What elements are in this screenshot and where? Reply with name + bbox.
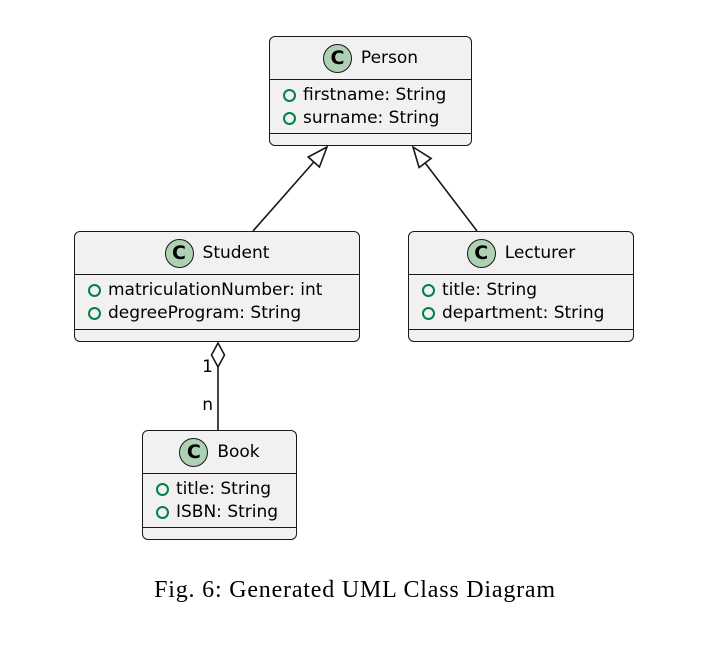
class-attributes: matriculationNumber: int degreeProgram: … (75, 275, 359, 330)
inheritance-line-student-person (252, 161, 315, 232)
class-name: Person (360, 48, 419, 68)
inheritance-line-lecturer-person (424, 162, 478, 232)
attribute-row: degreeProgram: String (88, 302, 353, 325)
attribute-text: department: String (442, 303, 605, 323)
field-visibility-icon (283, 88, 296, 102)
field-visibility-icon (88, 307, 101, 320)
attribute-text: title: String (176, 478, 272, 499)
field-visibility-icon (422, 307, 435, 320)
class-header: C Student (75, 232, 359, 275)
inheritance-arrowhead-lecturer-person (411, 145, 433, 169)
class-name: Lecturer (504, 243, 576, 263)
class-header: C Lecturer (409, 232, 633, 275)
class-box-book: C Book title: String ISBN: String (142, 430, 297, 540)
attribute-text: ISBN: String (176, 501, 279, 522)
attribute-row: surname: String (283, 107, 465, 130)
class-attributes: title: String department: String (409, 275, 633, 330)
attribute-row: title: String (156, 478, 290, 501)
class-box-lecturer: C Lecturer title: String department: Str… (408, 231, 634, 342)
attribute-row: title: String (422, 279, 627, 302)
attribute-text: title: String (442, 280, 538, 300)
attribute-text: matriculationNumber: int (108, 280, 323, 300)
methods-compartment-empty (409, 330, 633, 341)
class-stereotype-icon: C (466, 238, 496, 268)
field-visibility-icon (156, 482, 169, 496)
class-name: Student (202, 243, 270, 263)
class-stereotype-icon: C (179, 437, 209, 467)
class-box-person: C Person firstname: String surname: Stri… (269, 36, 472, 146)
class-header: C Person (270, 37, 471, 80)
class-header: C Book (143, 431, 296, 474)
aggregation-diamond-student (210, 341, 226, 369)
attribute-row: ISBN: String (156, 501, 290, 524)
attribute-row: matriculationNumber: int (88, 279, 353, 302)
field-visibility-icon (88, 284, 101, 297)
attribute-text: surname: String (303, 107, 440, 128)
attribute-row: firstname: String (283, 84, 465, 107)
methods-compartment-empty (143, 528, 296, 539)
attribute-text: degreeProgram: String (108, 303, 302, 323)
attribute-row: department: String (422, 302, 627, 325)
attribute-text: firstname: String (303, 84, 447, 105)
class-stereotype-icon: C (322, 43, 352, 73)
class-box-student: C Student matriculationNumber: int degre… (74, 231, 360, 342)
class-name: Book (217, 442, 260, 462)
field-visibility-icon (156, 505, 169, 519)
methods-compartment-empty (270, 134, 471, 145)
multiplicity-label-target: n (202, 395, 213, 415)
methods-compartment-empty (75, 330, 359, 341)
figure-caption: Fig. 6: Generated UML Class Diagram (154, 577, 556, 603)
class-attributes: firstname: String surname: String (270, 80, 471, 134)
class-attributes: title: String ISBN: String (143, 474, 296, 528)
field-visibility-icon (283, 111, 296, 125)
class-stereotype-icon: C (164, 238, 194, 268)
inheritance-arrowhead-student-person (306, 145, 329, 169)
field-visibility-icon (422, 284, 435, 297)
multiplicity-label-source: 1 (202, 357, 213, 377)
